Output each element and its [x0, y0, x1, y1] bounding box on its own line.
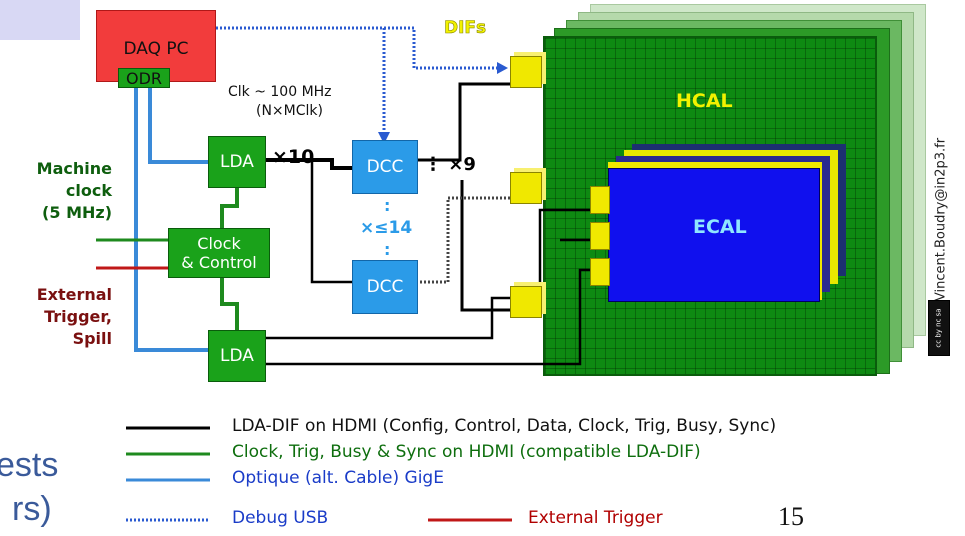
dif-block-top [510, 56, 542, 88]
optical-link-lda-top [148, 80, 208, 164]
debug-usb-arrow-dif [497, 62, 508, 74]
dif-block-mid [510, 172, 542, 204]
ecal-dif-block-3 [590, 258, 610, 286]
lda-ecal-link-2 [266, 268, 590, 366]
legend-item-external-trigger: External Trigger [528, 508, 663, 528]
odr-label: ODR [125, 68, 163, 88]
background-text-fragment-2: rs) [12, 490, 52, 528]
ecal-label: ECAL [693, 216, 747, 238]
clock-freq-label: Clk ~ 100 MHz [228, 84, 332, 100]
slide-banner-fragment [0, 0, 80, 40]
clock-lda-top-link [220, 188, 239, 228]
cc-license-text: cc by nc sa [935, 308, 943, 348]
daq-pc-label: DAQ PC [123, 39, 189, 59]
background-text-fragment-1: ests [0, 446, 59, 484]
page-number: 15 [778, 502, 804, 531]
x9-label: ⋮ ×9 [424, 154, 476, 175]
dcc-dif-top-link [418, 82, 510, 162]
x10-label: ×10 [272, 146, 315, 168]
x14-dots-bottom: : [384, 240, 391, 259]
clock-control-label: Clock & Control [181, 234, 257, 272]
x14-dots-top: : [384, 196, 391, 215]
legend-item-clock-hdmi: Clock, Trig, Busy & Sync on HDMI (compat… [232, 442, 701, 462]
lda-top-label: LDA [220, 152, 254, 172]
lda-bottom-label: LDA [220, 346, 254, 366]
dcc-bottom-box: DCC [352, 260, 418, 314]
ecal-dif-block-1 [590, 186, 610, 214]
author-credit: Vincent.Boudry@in2p3.fr [933, 137, 949, 302]
lda-dcc-link [266, 158, 352, 170]
dcc-top-box: DCC [352, 140, 418, 194]
lda-bottom-box: LDA [208, 330, 266, 382]
lda-top-box: LDA [208, 136, 266, 188]
ecal-module [608, 168, 820, 302]
dcc-top-label: DCC [366, 157, 404, 177]
clock-control-box: Clock & Control [168, 228, 270, 278]
difs-label: DIFs [444, 18, 487, 39]
dcc-dif-mid-link [420, 196, 510, 284]
dif-block-bottom [510, 286, 542, 318]
odr-box: ODR [118, 68, 170, 88]
machine-clock-label: Machine clock (5 MHz) [36, 159, 112, 222]
debug-usb-dif-link [216, 26, 497, 70]
clock-lda-bottom-link [220, 278, 239, 330]
clock-mclk-label: (N×MClk) [256, 103, 323, 119]
debug-usb-arrow-dcc [378, 132, 390, 144]
dcc-dif-bottom-link [460, 180, 510, 312]
x14-label: ×≤14 [360, 218, 413, 238]
optical-link-lda-bottom [134, 80, 208, 352]
legend-item-optical: Optique (alt. Cable) GigE [232, 468, 444, 488]
legend-item-debug-usb: Debug USB [232, 508, 329, 528]
external-trigger-label: External Trigger, Spill [36, 285, 112, 348]
ecal-dif-block-2 [590, 222, 610, 250]
legend-item-lda-dif: LDA-DIF on HDMI (Config, Control, Data, … [232, 416, 777, 436]
lda-dcc-bottom-link [310, 162, 352, 284]
hcal-label: HCAL [676, 90, 733, 112]
cc-license-badge: cc by nc sa [928, 300, 950, 356]
dcc-bottom-label: DCC [366, 277, 404, 297]
lda-ecal-link-1 [266, 208, 590, 340]
